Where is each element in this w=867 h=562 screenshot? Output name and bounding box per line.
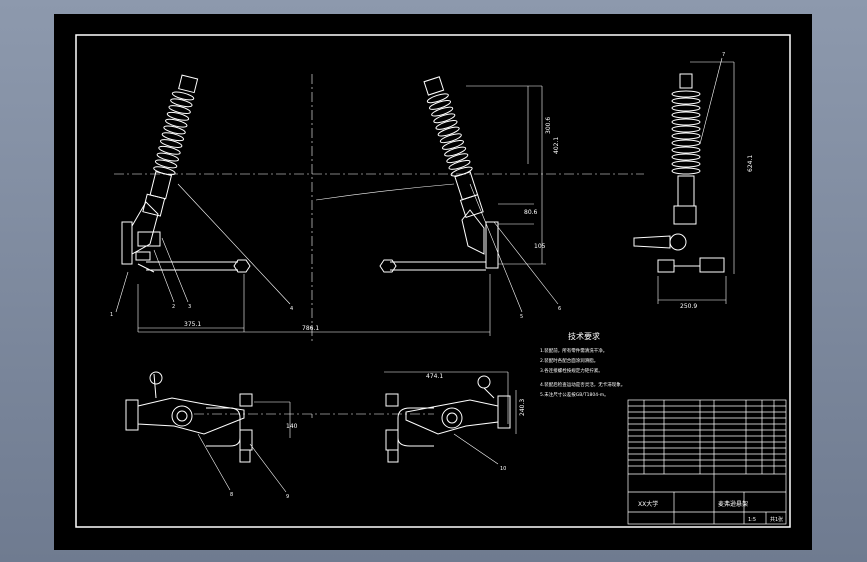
drawing-sheet: 375.1 786.1 300.6 402.1 80.6 105 624.1 2… bbox=[54, 14, 812, 550]
title-block-text: 麦弗逊悬架 XX大学 1:5 共1张 bbox=[638, 500, 783, 523]
balloon: 2 bbox=[172, 304, 175, 310]
tech-note: 5.未注尺寸公差按GB/T1804-m。 bbox=[540, 391, 609, 398]
front-view-left bbox=[121, 74, 251, 273]
bottom-view-right bbox=[385, 375, 511, 463]
balloon: 3 bbox=[188, 304, 191, 310]
dim-bottom-right-height: 240.3 bbox=[519, 399, 526, 416]
dim-height-low: 105 bbox=[534, 243, 546, 250]
balloon: 1 bbox=[110, 312, 113, 318]
dim-bottom-right-width: 474.1 bbox=[426, 373, 443, 380]
dim-bottom-left-width: 140 bbox=[286, 423, 298, 430]
dim-overall-width: 786.1 bbox=[302, 325, 319, 332]
leader-lines bbox=[115, 57, 723, 493]
balloon: 9 bbox=[286, 494, 289, 500]
balloon: 10 bbox=[500, 466, 506, 472]
bottom-view-left bbox=[125, 371, 253, 463]
balloon: 5 bbox=[520, 314, 523, 320]
dimension-lines bbox=[137, 61, 735, 438]
tech-note: 3.各连接螺栓按规定力矩拧紧。 bbox=[540, 367, 603, 374]
tech-note: 1.装配前，所有零件需清洗干净。 bbox=[540, 347, 607, 354]
dim-height-upper-a: 300.6 bbox=[545, 117, 552, 134]
dimension-labels: 375.1 786.1 300.6 402.1 80.6 105 624.1 2… bbox=[184, 117, 754, 430]
tech-note: 2.装配时各配合面涂润滑脂。 bbox=[540, 357, 598, 364]
scale: 1:5 bbox=[748, 517, 756, 523]
dim-side-height: 624.1 bbox=[747, 155, 754, 172]
balloon: 8 bbox=[230, 492, 233, 498]
front-view-right bbox=[379, 76, 499, 273]
balloon: 7 bbox=[722, 52, 725, 58]
drawing-title: 麦弗逊悬架 bbox=[718, 500, 748, 508]
balloon: 4 bbox=[290, 306, 293, 312]
dim-height-upper-b: 402.1 bbox=[553, 137, 560, 154]
dim-height-mid: 80.6 bbox=[524, 209, 538, 216]
title-block bbox=[627, 399, 787, 525]
centre-lines bbox=[114, 74, 644, 418]
tech-heading: 技术要求 bbox=[568, 331, 600, 341]
dim-width-left: 375.1 bbox=[184, 321, 201, 328]
school-name: XX大学 bbox=[638, 500, 658, 508]
technical-requirements: 技术要求 1.装配前，所有零件需清洗干净。 2.装配时各配合面涂润滑脂。 3.各… bbox=[540, 331, 625, 398]
tech-note: 4.装配后检查运动是否灵活，无卡滞现象。 bbox=[540, 381, 625, 388]
sheet-count: 共1张 bbox=[770, 516, 783, 523]
side-view bbox=[633, 73, 725, 273]
dim-side-base: 250.9 bbox=[680, 303, 697, 310]
cad-drawing: 375.1 786.1 300.6 402.1 80.6 105 624.1 2… bbox=[75, 34, 791, 528]
drawing-border bbox=[75, 34, 791, 528]
part-balloons: 1 2 3 4 5 6 7 8 9 10 bbox=[110, 52, 725, 500]
balloon: 6 bbox=[558, 306, 561, 312]
